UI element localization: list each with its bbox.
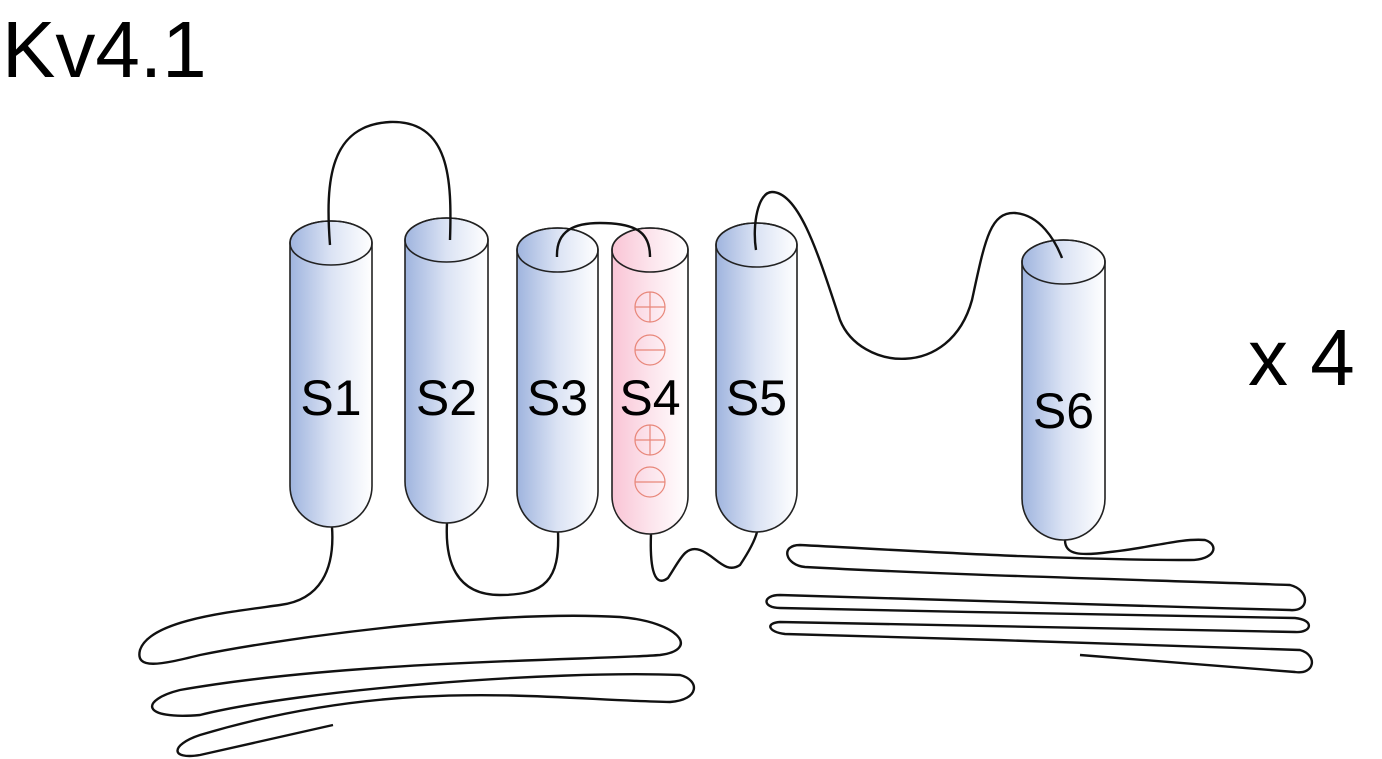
helix-s6: S6 [1021,239,1106,541]
s4-s5-linker [649,531,759,582]
helix-s1: S1 [289,220,373,528]
positive-charge-icon [634,291,666,323]
helix-top [289,220,373,266]
helix-s2: S2 [404,217,489,524]
subunit-multiplier: x 4 [1248,313,1355,402]
helix-label: S3 [527,370,588,426]
helix-s5: S5 [715,222,798,533]
helix-label: S4 [619,370,680,426]
pore-loop-s5-s6 [753,190,1064,360]
n-terminus-tail [138,526,696,758]
helix-top [611,227,689,273]
helix-s3: S3 [516,227,599,533]
helix-label: S5 [726,370,787,426]
s2-s3-loop [445,522,560,597]
helix-top [715,222,798,268]
c-terminus-tail [765,538,1313,674]
diagram-title: Kv4.1 [2,5,207,94]
s3-s4-loop [555,221,652,258]
negative-charge-icon [634,466,666,498]
helix-label: S1 [300,370,361,426]
helix-top [516,227,599,273]
helix-label: S6 [1033,383,1094,439]
helix-top [404,217,489,263]
negative-charge-icon [634,334,666,366]
positive-charge-icon [634,424,666,456]
s1-s2-loop [327,120,452,246]
helix-top [1021,239,1106,285]
helix-label: S2 [416,370,477,426]
helix-s4: S4 [611,227,689,535]
